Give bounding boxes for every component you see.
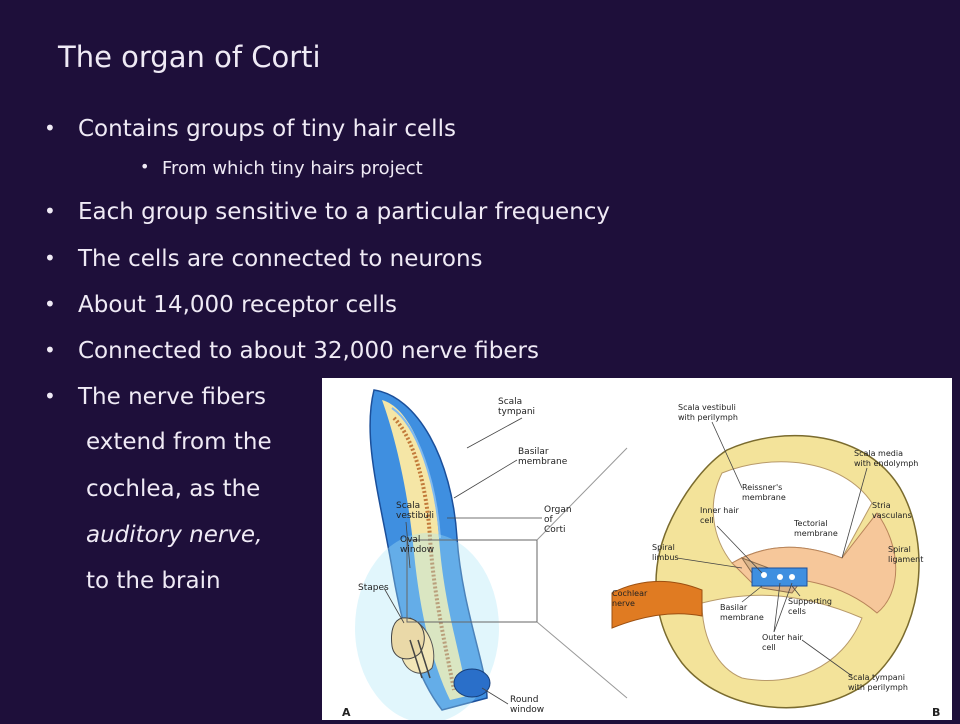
continuation-line-3: auditory nerve, — [86, 522, 263, 548]
bullet-4: • About 14,000 receptor cells — [44, 292, 398, 318]
label-reissners-membrane-1: Reissner's — [742, 483, 782, 492]
label-organ-of-corti-1: Organ — [544, 505, 572, 515]
cochlear-nerve-shape — [611, 580, 703, 629]
label-scala-tympani-b-2: with perilymph — [848, 683, 908, 692]
continuation-line-2: cochlea, as the — [86, 476, 261, 502]
continuation-line-1: extend from the — [86, 429, 272, 455]
bullet-6: • The nerve fibers — [44, 384, 267, 410]
bullet-dot-icon: • — [44, 116, 56, 140]
panel-a-letter: A — [342, 706, 351, 719]
label-outer-hair-cell-2: cell — [762, 643, 776, 652]
label-cochlear-nerve-2: nerve — [612, 599, 635, 608]
label-scala-vestibuli-a-1: Scala — [396, 501, 420, 511]
label-basilar-membrane-b-2: membrane — [720, 613, 764, 622]
stapes-shape — [391, 617, 431, 679]
label-reissners-membrane-2: membrane — [742, 493, 786, 502]
sub-bullet-1-text: From which tiny hairs project — [162, 158, 423, 179]
bullet-5-text: Connected to about 32,000 nerve fibers — [78, 338, 539, 364]
label-scala-tympani-b-1: Scala tympani — [848, 673, 905, 682]
label-spiral-ligament-2: ligament — [888, 555, 923, 564]
label-round-window-2: window — [510, 705, 544, 715]
label-scala-tympani-a-2: tympani — [498, 407, 535, 417]
label-stria-1: Stria — [872, 501, 891, 510]
bullet-2-text: Each group sensitive to a particular fre… — [78, 199, 611, 225]
label-oval-window-2: window — [400, 545, 434, 555]
cochlea-diagram-svg: Scala tympani Basilar membrane Organ of … — [342, 389, 940, 723]
bullet-1: • Contains groups of tiny hair cells — [44, 116, 456, 142]
label-organ-of-corti-2: of — [544, 515, 554, 525]
label-scala-media-2: with endolymph — [854, 459, 918, 468]
label-stria-2: vasculans — [872, 511, 912, 520]
bullet-dot-icon: • — [44, 199, 56, 223]
label-tectorial-membrane-2: membrane — [794, 529, 838, 538]
label-scala-media-1: Scala media — [854, 449, 903, 458]
label-supporting-cells-1: Supporting — [788, 597, 832, 606]
sub-bullet-1: • From which tiny hairs project — [140, 157, 423, 179]
label-stapes: Stapes — [358, 583, 389, 593]
label-inner-hair-cell-1: Inner hair — [700, 506, 739, 515]
label-spiral-ligament-1: Spiral — [888, 545, 911, 554]
label-cochlear-nerve-1: Cochlear — [612, 589, 648, 598]
bullet-3-text: The cells are connected to neurons — [78, 246, 483, 272]
bullet-dot-icon: • — [44, 384, 56, 408]
label-scala-vestibuli-a-2: vestibuli — [396, 511, 434, 521]
label-scala-vestibuli-b-1: Scala vestibuli — [678, 403, 736, 412]
bullet-dot-icon: • — [44, 338, 56, 362]
label-outer-hair-cell-1: Outer hair — [762, 633, 803, 642]
label-oval-window-1: Oval — [400, 535, 420, 545]
label-scala-tympani-a-1: Scala — [498, 397, 522, 407]
label-inner-hair-cell-2: cell — [700, 516, 714, 525]
bullet-dot-icon: • — [44, 246, 56, 270]
bullet-4-text: About 14,000 receptor cells — [78, 292, 398, 318]
bullet-dot-icon: • — [140, 157, 150, 176]
label-round-window-1: Round — [510, 695, 538, 705]
bullet-1-text: Contains groups of tiny hair cells — [78, 116, 456, 142]
label-organ-of-corti-3: Corti — [544, 525, 566, 535]
label-scala-vestibuli-b-2: with perilymph — [678, 413, 738, 422]
bullet-2: • Each group sensitive to a particular f… — [44, 199, 611, 225]
bullet-5: • Connected to about 32,000 nerve fibers — [44, 338, 539, 364]
bullet-3: • The cells are connected to neurons — [44, 246, 483, 272]
slide-title: The organ of Corti — [58, 40, 321, 74]
label-spiral-limbus-2: limbus — [652, 553, 679, 562]
cochlea-diagram: Scala tympani Basilar membrane Organ of … — [322, 378, 952, 723]
label-spiral-limbus-1: Spiral — [652, 543, 675, 552]
label-basilar-membrane-a-1: Basilar — [518, 447, 549, 457]
bullet-6-text: The nerve fibers — [78, 384, 267, 410]
panel-a-cochlea — [355, 389, 499, 723]
panel-b-cross-section — [655, 434, 920, 709]
label-supporting-cells-2: cells — [788, 607, 806, 616]
bullet-dot-icon: • — [44, 292, 56, 316]
label-basilar-membrane-b-1: Basilar — [720, 603, 748, 612]
label-tectorial-membrane-1: Tectorial — [793, 519, 828, 528]
label-basilar-membrane-a-2: membrane — [518, 457, 568, 467]
continuation-line-4: to the brain — [86, 568, 221, 594]
panel-b-letter: B — [932, 706, 940, 719]
